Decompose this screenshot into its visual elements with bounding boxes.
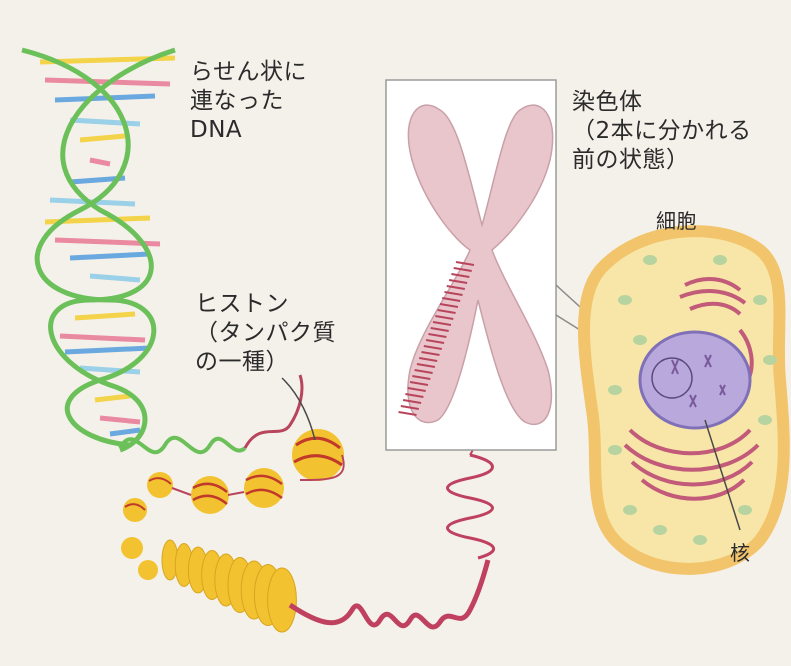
dna-base-pair [70, 120, 140, 124]
organelle [693, 535, 707, 545]
organelle [758, 415, 772, 425]
dna-base-pair [60, 336, 145, 340]
dna-base-pair [90, 276, 140, 280]
organelle [763, 355, 777, 365]
organelle [608, 445, 622, 455]
dna-label: らせん状に 連なった DNA [190, 58, 307, 145]
organelle [643, 255, 657, 265]
dna-base-pair [75, 314, 135, 318]
histone-label-line-1: ヒストン [195, 290, 336, 319]
organelle [713, 255, 727, 265]
dna-base-pair [80, 136, 125, 140]
organelle [738, 505, 752, 515]
dna-strand-a [22, 50, 154, 445]
histone-linker-dna [245, 375, 302, 448]
dna-base-pair [100, 418, 140, 422]
chromosome-label-line-2: （2本に分かれる [572, 117, 752, 146]
dna-base-pair [65, 348, 150, 352]
histone-label: ヒストン （タンパク質 の一種） [195, 290, 336, 377]
nucleus-label: 核 [730, 540, 751, 566]
organelle [753, 295, 767, 305]
fiber-segment [268, 568, 297, 632]
chromatin-fiber [162, 540, 296, 632]
dna-label-line-1: らせん状に [190, 58, 307, 87]
organelle [618, 295, 632, 305]
histone-label-line-2: （タンパク質 [195, 319, 336, 348]
organelle [653, 525, 667, 535]
organelle [633, 335, 647, 345]
chromosome-label-line-1: 染色体 [572, 88, 752, 117]
supercoil [448, 455, 494, 558]
dna-base-pair [90, 160, 110, 164]
dna-base-pair [70, 254, 150, 258]
dna-base-pair [110, 430, 140, 434]
chromosome-label: 染色体 （2本に分かれる 前の状態） [572, 88, 752, 175]
dna-strand-b [51, 50, 175, 450]
dna-label-line-2: 連なった [190, 87, 307, 116]
dna-label-line-3: DNA [190, 116, 307, 145]
chromosome-label-line-3: 前の状態） [572, 146, 752, 175]
cell-label: 細胞 [656, 208, 697, 234]
organelle [623, 505, 637, 515]
coiled-chromatin [290, 560, 488, 627]
nucleus [640, 332, 750, 428]
histone-label-line-3: の一種） [195, 348, 336, 377]
organelle [608, 385, 622, 395]
dna-base-pair [95, 396, 130, 400]
